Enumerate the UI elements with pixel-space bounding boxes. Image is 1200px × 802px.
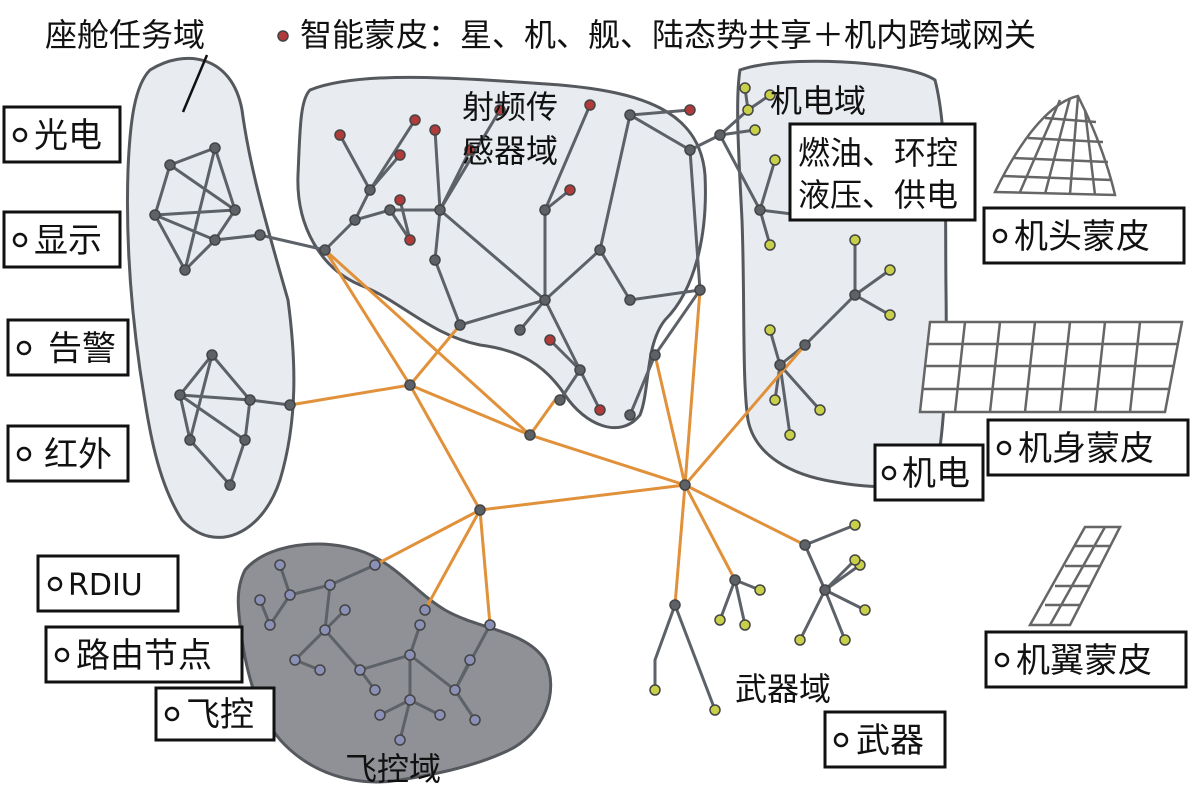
svg-text:红外: 红外	[44, 435, 112, 475]
rf-domain-label-line1: 射频传	[462, 88, 558, 126]
legend-routing-node: 路由节点	[44, 625, 244, 684]
nose-skin-grid	[993, 94, 1117, 197]
wing-skin-grid	[1027, 525, 1123, 627]
legend-fuselage-skin: 机身蒙皮	[986, 418, 1190, 477]
subsystems-box	[788, 122, 977, 222]
gray-node-icon	[47, 576, 63, 592]
svg-text:机电: 机电	[902, 454, 970, 494]
svg-text:路由节点: 路由节点	[76, 636, 212, 676]
svg-text:机翼蒙皮: 机翼蒙皮	[1016, 641, 1152, 681]
svg-text:告警: 告警	[48, 329, 116, 369]
red-nodes	[277, 30, 696, 416]
gray-node-icon	[16, 340, 32, 356]
svg-text:机身蒙皮: 机身蒙皮	[1018, 429, 1154, 469]
nodes	[149, 30, 896, 746]
yellow-nodes	[649, 82, 896, 716]
yellow-node-icon	[833, 732, 849, 748]
gray-node-icon	[16, 446, 32, 462]
svg-text:飞控: 飞控	[186, 695, 254, 735]
subsystems-line1: 燃油、环控	[798, 134, 958, 172]
cockpit-label-pointer	[181, 54, 209, 113]
gray-node-icon	[12, 127, 28, 143]
legend-electromech: 机电	[873, 443, 985, 502]
yellow-node-icon	[881, 465, 897, 481]
svg-text:显示: 显示	[34, 221, 102, 261]
electromech-domain-label: 机电域	[770, 82, 866, 120]
blue-node-icon	[164, 706, 180, 722]
skin-node-icon	[994, 652, 1010, 668]
weapons-domain-label: 武器域	[735, 670, 831, 708]
skin-node-icon	[996, 440, 1012, 456]
skin-node-icon	[992, 228, 1008, 244]
left-legend: 光电 显示 告警 红外 RDIU 路由节点	[2, 105, 276, 742]
svg-text:RDIU: RDIU	[68, 568, 143, 603]
blue-nodes	[254, 559, 496, 746]
svg-text:光电: 光电	[34, 116, 102, 156]
legend-weapons: 武器	[823, 710, 947, 769]
rf-domain-label-line2: 感器域	[462, 132, 558, 170]
legend-nose-skin: 机头蒙皮	[982, 206, 1186, 265]
rf-sensor-domain-region	[296, 75, 707, 430]
legend-infrared: 红外	[6, 424, 130, 483]
gray-nodes	[149, 109, 861, 611]
subsystems-line2: 液压、供电	[798, 176, 958, 214]
flight-control-domain-label: 飞控域	[345, 750, 441, 788]
right-legend: 机头蒙皮 机身蒙皮 机电 机翼蒙皮 武器	[823, 206, 1190, 769]
legend-display: 显示	[2, 210, 122, 269]
svg-text:武器: 武器	[856, 721, 924, 761]
legend-flight-control: 飞控	[154, 686, 276, 742]
legend-wing-skin: 机翼蒙皮	[984, 630, 1188, 689]
cockpit-domain-region	[126, 56, 296, 539]
svg-text:机头蒙皮: 机头蒙皮	[1014, 217, 1150, 257]
skin-grids	[918, 94, 1184, 627]
gray-node-icon	[54, 647, 70, 663]
legend-warning: 告警	[6, 318, 130, 377]
gray-node-icon	[12, 232, 28, 248]
legend-rdiu: RDIU	[36, 554, 180, 613]
fuselage-skin-grid	[918, 320, 1184, 414]
smart-skin-label: 智能蒙皮：星、机、舰、陆态势共享＋机内跨域网关	[300, 16, 1036, 54]
legend-optoelectronic: 光电	[2, 105, 122, 164]
cockpit-domain-label: 座舱任务域	[45, 16, 205, 54]
